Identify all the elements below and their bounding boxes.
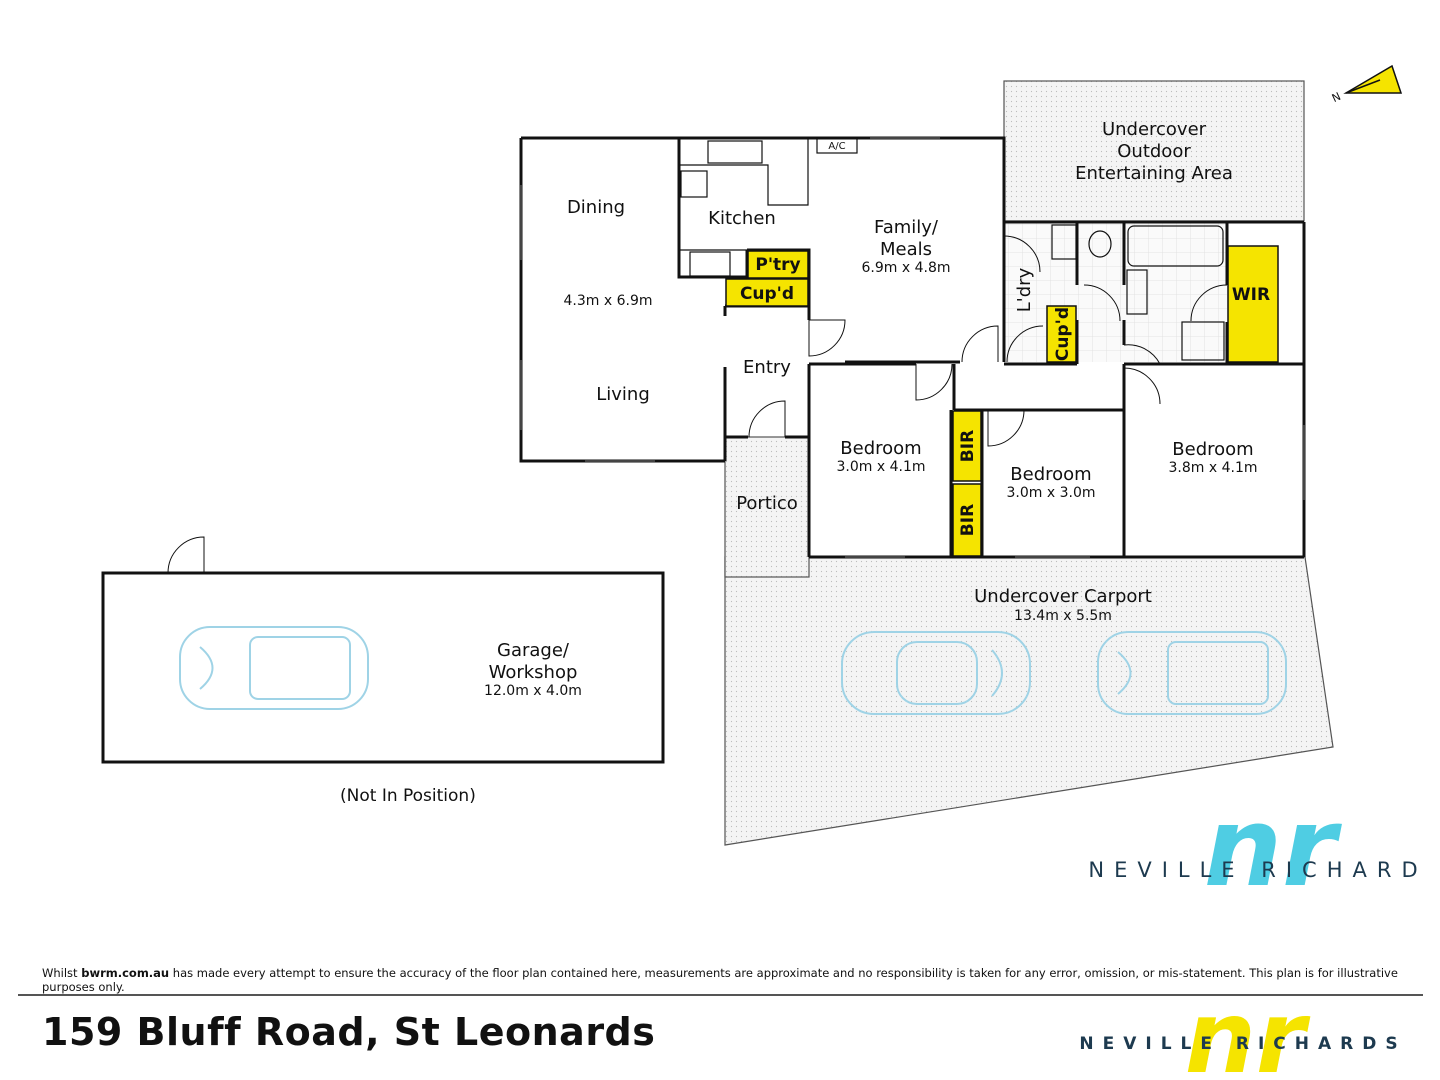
shower xyxy=(1181,321,1225,361)
bathroom-tiles xyxy=(1077,222,1227,362)
bir2-label: BIR xyxy=(958,504,978,536)
svg-text:N: N xyxy=(1330,90,1343,105)
disclaimer-site: bwrm.com.au xyxy=(81,966,170,980)
carport-label: Undercover Carport xyxy=(974,586,1152,607)
bir2-block xyxy=(952,483,982,557)
garage xyxy=(101,571,665,764)
bir1-label: BIR xyxy=(958,430,978,462)
outdoor-label-3: Entertaining Area xyxy=(1075,163,1233,184)
family-dim: 6.9m x 4.8m xyxy=(862,260,951,276)
garage-note: (Not In Position) xyxy=(340,786,476,806)
bedroom1-dim: 3.0m x 4.1m xyxy=(837,459,926,475)
entry-label: Entry xyxy=(743,357,791,378)
doors xyxy=(167,235,1228,574)
cupboard-label: Cup'd xyxy=(740,284,794,304)
windows xyxy=(520,137,1305,558)
ac-unit xyxy=(816,137,858,154)
garage-dim: 12.0m x 4.0m xyxy=(484,683,582,699)
cooktop xyxy=(680,170,708,198)
svg-text:nr: nr xyxy=(1204,783,1342,911)
dining-dim: 4.3m x 6.9m xyxy=(564,293,653,309)
outdoor-label-2: Outdoor xyxy=(1117,141,1191,162)
cupboard2-block xyxy=(1046,305,1077,363)
brand-logo-plan: nr NEVILLE RICHARD xyxy=(1088,783,1427,911)
cupboard2-label: Cup'd xyxy=(1053,307,1073,361)
car-carport-2 xyxy=(1097,631,1287,715)
car-carport-1 xyxy=(841,631,1031,715)
carport-dim: 13.4m x 5.5m xyxy=(1014,608,1112,624)
kitchen-bench xyxy=(679,138,809,206)
bedroom1-label: Bedroom xyxy=(840,438,921,459)
bedroom2-label: Bedroom xyxy=(1010,464,1091,485)
ac-label: A/C xyxy=(828,141,845,152)
property-address: 159 Bluff Road, St Leonards xyxy=(42,1010,656,1054)
family-label-2: Meals xyxy=(880,239,932,260)
bedroom3-dim: 3.8m x 4.1m xyxy=(1169,460,1258,476)
dining-label: Dining xyxy=(567,197,625,218)
family-label-1: Family/ xyxy=(874,217,939,238)
cupboard-block xyxy=(725,278,809,307)
garage-label-1: Garage/ xyxy=(497,640,570,661)
fridge xyxy=(689,251,731,277)
bir1-block xyxy=(952,410,982,482)
wir-block xyxy=(1227,245,1279,363)
svg-text:NEVILLE RICHARD: NEVILLE RICHARD xyxy=(1088,858,1427,882)
pantry-label: P'try xyxy=(755,255,800,275)
vanity xyxy=(1126,269,1148,315)
pantry-block xyxy=(747,250,809,279)
wir-label: WIR xyxy=(1232,285,1270,305)
north-arrow-icon: N xyxy=(1330,64,1403,105)
disclaimer: Whilst bwrm.com.au has made every attemp… xyxy=(42,966,1398,994)
kitchen-label: Kitchen xyxy=(708,208,776,229)
basin xyxy=(1051,224,1077,260)
portico-label: Portico xyxy=(736,493,798,514)
main-walls xyxy=(519,136,1306,559)
bedroom2-dim: 3.0m x 3.0m xyxy=(1007,485,1096,501)
footer-divider xyxy=(18,994,1423,996)
outdoor-area xyxy=(1003,80,1305,222)
toilet xyxy=(1088,230,1112,258)
laundry-label: L'dry xyxy=(1014,267,1035,312)
svg-text:NEVILLE RICHARDS: NEVILLE RICHARDS xyxy=(1079,1034,1406,1054)
car-garage xyxy=(179,626,369,710)
garage-label-2: Workshop xyxy=(489,662,578,683)
sink xyxy=(707,140,763,164)
bathtub xyxy=(1127,225,1224,267)
outdoor-label-1: Undercover xyxy=(1102,119,1207,140)
bedroom3-label: Bedroom xyxy=(1172,439,1253,460)
living-label: Living xyxy=(596,384,650,405)
